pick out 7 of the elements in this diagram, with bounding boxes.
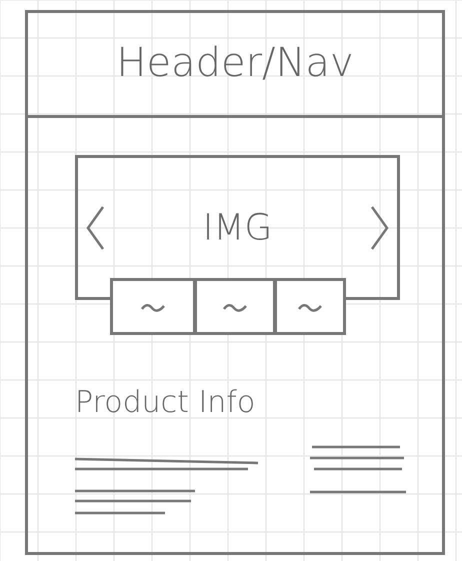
thumbnail-box	[274, 278, 346, 335]
page-frame	[25, 10, 445, 555]
header-title: Header/Nav	[116, 40, 354, 86]
thumbnail-box	[194, 278, 276, 335]
thumbnail-box	[110, 278, 196, 335]
section-heading: Product Info	[75, 385, 256, 420]
image-placeholder-label: IMG	[202, 207, 272, 248]
